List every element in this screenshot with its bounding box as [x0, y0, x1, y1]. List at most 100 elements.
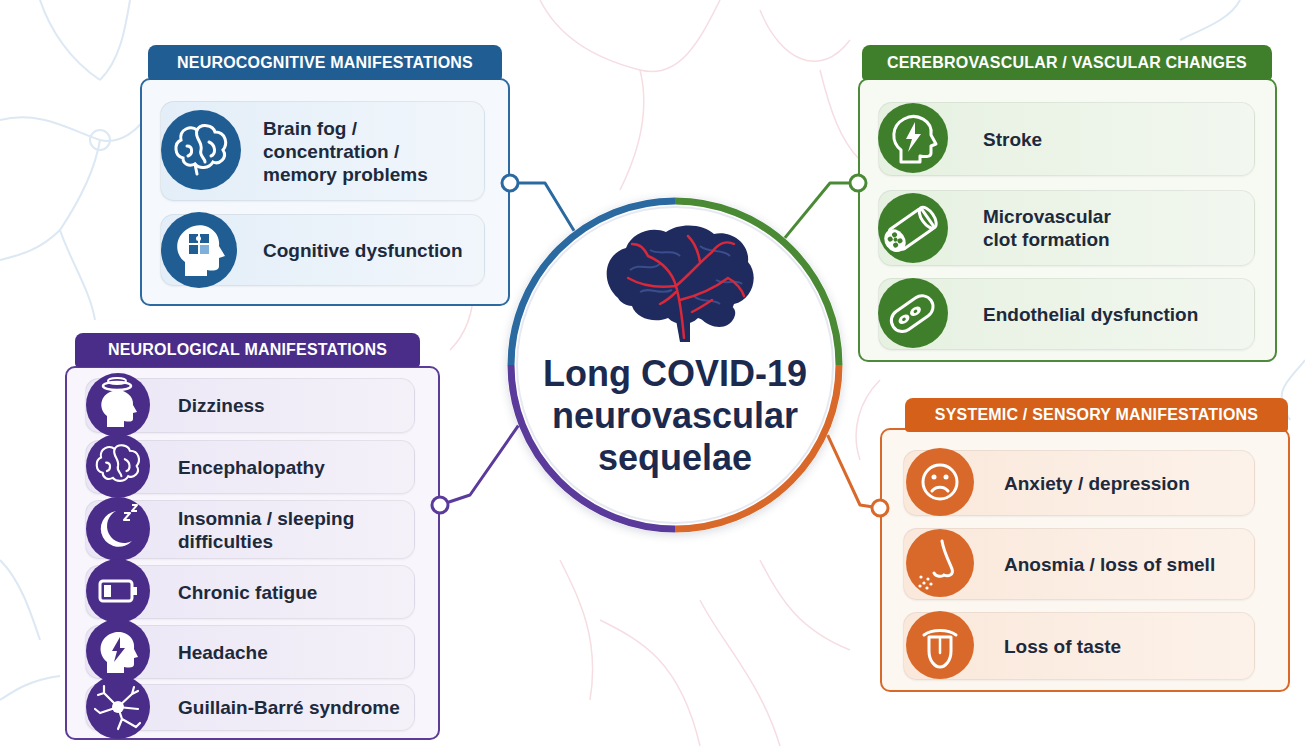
neuron-icon-part-part: [95, 686, 140, 729]
symptom-label: Endothelial dysfunction: [983, 303, 1233, 326]
encephalopathy-icon-part-part: [97, 445, 139, 481]
neuron-decor-part: [40, 0, 130, 80]
dizziness-icon-part: [108, 378, 126, 384]
ring-segment: [511, 365, 675, 529]
symptom-text-wrap: Encephalopathy: [178, 456, 410, 479]
symptom-label: Chronic fatigue: [178, 581, 410, 604]
connector-line: [510, 183, 574, 231]
tongue-icon-part: [924, 631, 956, 636]
dizziness-icon-part: [86, 373, 150, 437]
microvascular-clot-icon-part: [878, 193, 948, 263]
headache-icon-part: [86, 619, 150, 683]
dizziness-icon: [86, 373, 150, 437]
symptom-text-wrap: Microvascular clot formation: [983, 205, 1133, 251]
category-panel: NEUROCOGNITIVE MANIFESTATIONSBrain fog /…: [140, 78, 510, 306]
symptom-box: Microvascular clot formation: [878, 190, 1255, 266]
nose-icon-part-part: [925, 586, 928, 589]
symptom-box: Anxiety / depression: [903, 450, 1255, 516]
stroke-icon: [878, 103, 948, 173]
nose-icon-part-part: [919, 575, 922, 578]
connector-dot: [850, 175, 866, 191]
brain-illustration-part: [628, 236, 744, 338]
stroke-icon-part: [906, 122, 921, 152]
symptom-box: Cognitive dysfunction: [160, 214, 485, 286]
symptom-box: Stroke: [878, 102, 1255, 176]
tongue-icon: [906, 611, 974, 679]
symptom-box: Brain fog / concentration / memory probl…: [160, 101, 485, 201]
connector-dot: [432, 497, 448, 513]
encephalopathy-icon-part-part: [106, 449, 129, 476]
connector-line: [828, 435, 880, 508]
sad-face-icon-part: [923, 465, 957, 499]
symptom-text-wrap: Insomnia / sleeping difficulties: [178, 507, 410, 553]
connector-line: [785, 183, 858, 238]
puzzle-head-icon-part: [161, 212, 237, 288]
category-panel: SYSTEMIC / SENSORY MANIFESTATIONSAnxiety…: [880, 428, 1290, 692]
symptom-box: Endothelial dysfunction: [878, 278, 1255, 350]
microvascular-clot-icon-part-part: [891, 231, 898, 238]
endothelium-icon-part-part: [897, 313, 911, 326]
microvascular-clot-icon-part-part: [888, 208, 935, 251]
symptom-box: Loss of taste: [903, 612, 1255, 680]
brain-illustration-part-part: [630, 246, 742, 304]
nose-icon-part: [906, 529, 974, 597]
puzzle-head-icon-part-part: [189, 234, 198, 243]
encephalopathy-icon: [86, 434, 150, 498]
endothelium-icon-part: [878, 278, 948, 348]
brain-illustration-part: [607, 225, 754, 324]
microvascular-clot-icon-part-part: [892, 242, 899, 249]
sad-face-icon-part: [906, 448, 974, 516]
symptom-text-wrap: Dizziness: [178, 394, 410, 417]
symptom-label: Anosmia / loss of smell: [1004, 553, 1244, 576]
panel-tab: NEUROLOGICAL MANIFESTATIONS: [75, 333, 420, 367]
brain-icon: [161, 110, 241, 190]
fatigue-battery-icon: [86, 559, 150, 623]
circle-ring: [507, 197, 843, 533]
connector: [502, 175, 574, 231]
neuron-decor-part: [90, 130, 110, 150]
connector-dot: [872, 500, 888, 516]
microvascular-clot-icon-part-part: [893, 237, 899, 243]
neuron-icon-part: [95, 686, 140, 729]
ring-segment: [675, 201, 839, 365]
symptom-text-wrap: Endothelial dysfunction: [983, 303, 1233, 326]
symptom-text-wrap: Stroke: [983, 128, 1233, 151]
brain-illustration-part: [700, 306, 735, 327]
neuron-decor-part: [1180, 0, 1305, 420]
symptom-box: Dizziness: [85, 378, 415, 433]
encephalopathy-icon-part: [97, 445, 139, 481]
nose-icon-part: [918, 575, 932, 589]
sad-face-icon-part: [944, 475, 949, 480]
panel-heading: NEUROLOGICAL MANIFESTATIONS: [108, 341, 387, 359]
brain-illustration-part: [630, 246, 742, 304]
symptom-text-wrap: Cognitive dysfunction: [263, 239, 473, 262]
symptom-label: Stroke: [983, 128, 1233, 151]
connector: [785, 175, 866, 238]
connector-dot: [502, 175, 518, 191]
sad-face-icon-part: [932, 487, 948, 491]
insomnia-icon-part: [124, 505, 137, 520]
brain-icon-part-part: [176, 126, 226, 168]
ring-segment: [675, 365, 839, 529]
microvascular-clot-icon-part-part: [896, 237, 903, 244]
connector: [432, 426, 518, 513]
tongue-icon-part: [929, 637, 951, 667]
sad-face-icon-part: [932, 475, 937, 480]
brain-icon-part-part: [187, 130, 215, 174]
headache-icon: [86, 619, 150, 683]
endothelium-icon-part: [887, 291, 937, 335]
inner-ring: [517, 207, 833, 523]
symptom-label: Cognitive dysfunction: [263, 239, 473, 262]
ring-segment: [511, 201, 675, 365]
symptom-label: Headache: [178, 641, 410, 664]
fatigue-battery-icon-part: [133, 587, 137, 595]
vessel-decor: [450, 0, 880, 746]
category-panel: CEREBROVASCULAR / VASCULAR CHANGESStroke…: [858, 78, 1277, 362]
tongue-icon-part: [939, 639, 942, 653]
fatigue-battery-icon-part: [100, 581, 132, 601]
puzzle-head-icon-part-part: [189, 245, 198, 254]
